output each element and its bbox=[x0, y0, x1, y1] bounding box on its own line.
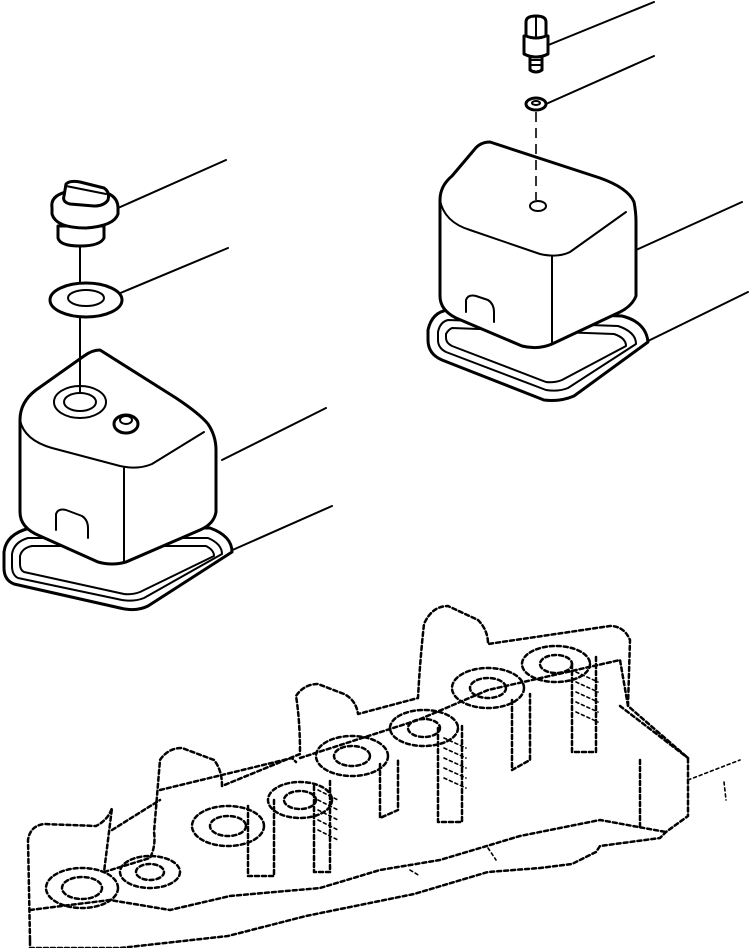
left-filler-cap-seal-ring bbox=[48, 281, 124, 319]
cylinder-head-port-4 bbox=[450, 644, 592, 710]
left-rocker-cover-gasket bbox=[2, 526, 234, 612]
cylinder-head-port-3 bbox=[314, 708, 460, 778]
cylinder-head-valve-pillars bbox=[246, 654, 598, 878]
leader-line-seal-ring bbox=[117, 247, 229, 295]
left-oil-filler-cap bbox=[50, 179, 120, 248]
leader-line-bolt-washer bbox=[545, 55, 655, 105]
leader-line-left-gasket bbox=[227, 505, 333, 553]
leader-line-right-cover bbox=[635, 201, 743, 251]
cylinder-head-port-1 bbox=[44, 854, 182, 910]
leader-line-filler-cap bbox=[117, 159, 227, 209]
left-rocker-cover bbox=[18, 348, 218, 566]
cylinder-head-valve-springs bbox=[317, 671, 599, 841]
leader-line-left-cover bbox=[221, 407, 327, 461]
right-leader-lines bbox=[545, 1, 749, 343]
cylinder-head-outline bbox=[26, 604, 690, 948]
cylinder-head bbox=[26, 604, 741, 948]
leader-line-right-gasket bbox=[645, 291, 749, 343]
left-cover-assembly bbox=[2, 159, 333, 612]
right-rocker-cover bbox=[438, 140, 638, 350]
right-bolt-washer bbox=[524, 96, 548, 112]
right-cover-bolt-hole bbox=[529, 200, 547, 212]
right-cover-assembly bbox=[426, 1, 749, 402]
leader-line-cover-bolt bbox=[545, 1, 655, 47]
right-cover-bolt bbox=[522, 14, 550, 74]
right-rocker-cover-gasket bbox=[426, 308, 650, 402]
left-leader-lines bbox=[117, 159, 333, 553]
cylinder-head-port-2 bbox=[190, 780, 334, 848]
